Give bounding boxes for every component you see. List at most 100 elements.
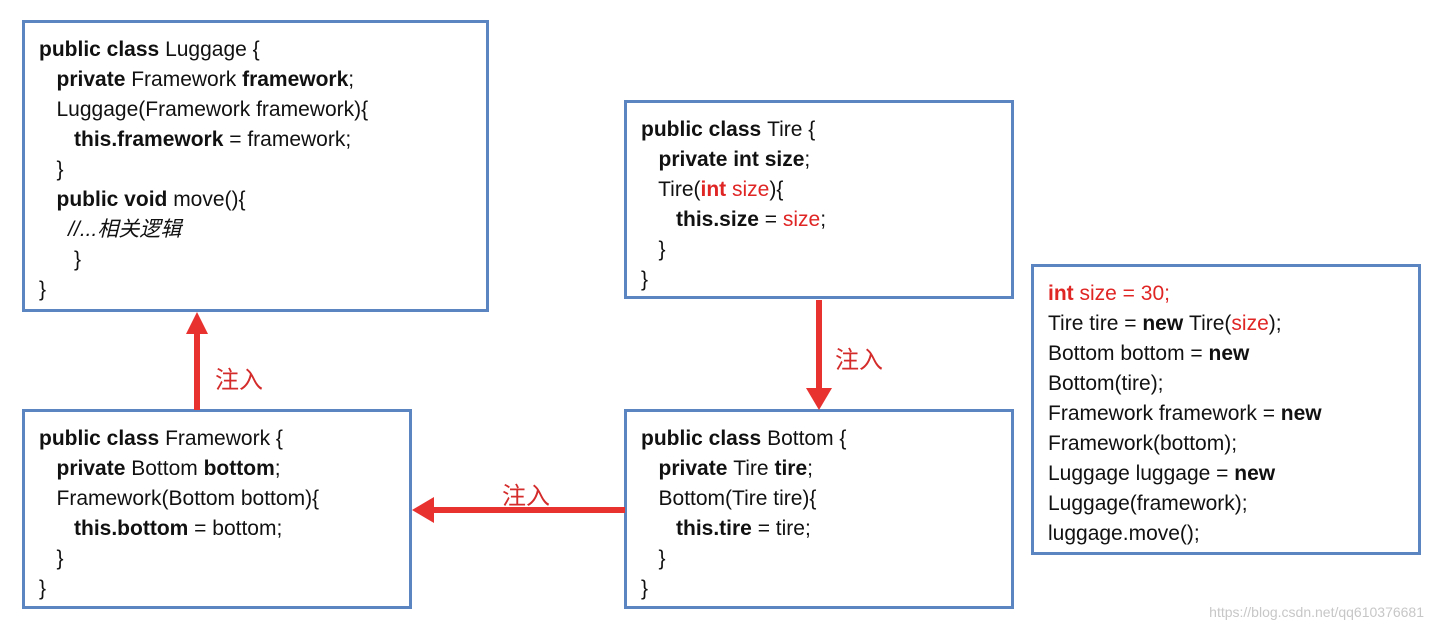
code-token: public class xyxy=(641,118,768,141)
tire-class-box: public class Tire { private int size; Ti… xyxy=(624,100,1014,299)
code-line: private Framework framework; xyxy=(39,65,472,95)
code-token: new xyxy=(1142,312,1190,335)
code-token: size xyxy=(782,208,821,231)
code-token: public class xyxy=(39,38,166,61)
code-line: this.size = size; xyxy=(641,205,997,235)
code-line: private Tire tire; xyxy=(641,454,997,484)
framework-code: public class Framework { private Bottom … xyxy=(39,424,395,604)
code-token: ; xyxy=(804,148,811,171)
code-token: } xyxy=(641,577,649,600)
code-line: private Bottom bottom; xyxy=(39,454,395,484)
code-line: } xyxy=(39,155,472,185)
code-token: move(){ xyxy=(173,188,246,211)
code-token: bottom xyxy=(203,457,275,480)
code-token: } xyxy=(39,278,47,301)
code-token: Framework { xyxy=(165,427,283,450)
code-token: Bottom(tire); xyxy=(1048,372,1164,395)
code-token: } xyxy=(39,158,64,181)
code-token: } xyxy=(641,238,666,261)
watermark: https://blog.csdn.net/qq610376681 xyxy=(1209,604,1424,620)
code-token: } xyxy=(39,547,64,570)
code-token: ; xyxy=(820,208,827,231)
code-line: //...相关逻辑 xyxy=(39,215,472,245)
code-token: tire xyxy=(774,457,808,480)
code-token: Tire( xyxy=(1189,312,1232,335)
code-token: Bottom xyxy=(131,457,204,480)
code-token: Framework xyxy=(131,68,243,91)
code-line: Framework(bottom); xyxy=(1048,429,1404,459)
code-token: Luggage(Framework framework){ xyxy=(39,98,369,121)
code-line: public class Framework { xyxy=(39,424,395,454)
code-token: ); xyxy=(1268,312,1282,335)
code-token: Luggage { xyxy=(165,38,260,61)
code-line: public void move(){ xyxy=(39,185,472,215)
code-token: public void xyxy=(56,188,174,211)
inject-label-down: 注入 xyxy=(835,346,883,374)
code-line: } xyxy=(39,544,395,574)
code-line: } xyxy=(641,235,997,265)
inject-label-up: 注入 xyxy=(215,366,263,394)
code-token: Luggage luggage = xyxy=(1048,462,1235,485)
code-line: Tire(int size){ xyxy=(641,175,997,205)
code-token: = framework; xyxy=(223,128,352,151)
code-token: Tire xyxy=(733,457,775,480)
code-token: size xyxy=(732,178,770,201)
tire-code: public class Tire { private int size; Ti… xyxy=(641,115,997,295)
inject-label-left: 注入 xyxy=(502,482,550,510)
code-line: public class Bottom { xyxy=(641,424,997,454)
code-token: Luggage(framework); xyxy=(1048,492,1248,515)
code-line: Bottom(Tire tire){ xyxy=(641,484,997,514)
bottom-code: public class Bottom { private Tire tire;… xyxy=(641,424,997,604)
code-token: new xyxy=(1280,402,1322,425)
code-line: Luggage(Framework framework){ xyxy=(39,95,472,125)
code-token: Tire { xyxy=(767,118,816,141)
code-token: Tire( xyxy=(641,178,701,201)
code-line: } xyxy=(39,275,472,305)
code-line: public class Tire { xyxy=(641,115,997,145)
code-token: this.framework xyxy=(74,128,224,151)
code-token: size = 30; xyxy=(1079,282,1170,305)
code-line: int size = 30; xyxy=(1048,279,1404,309)
code-line: this.framework = framework; xyxy=(39,125,472,155)
code-token: = bottom; xyxy=(188,517,283,540)
code-line: this.tire = tire; xyxy=(641,514,997,544)
luggage-code: public class Luggage { private Framework… xyxy=(39,35,472,305)
code-token: this.tire xyxy=(676,517,752,540)
code-token: this.bottom xyxy=(74,517,189,540)
code-line: } xyxy=(39,574,395,604)
code-token: = tire; xyxy=(751,517,811,540)
code-token: } xyxy=(39,577,47,600)
code-token: ){ xyxy=(769,178,784,201)
code-token: framework xyxy=(242,68,349,91)
code-token: public class xyxy=(39,427,166,450)
code-line: Bottom(tire); xyxy=(1048,369,1404,399)
code-line: Luggage luggage = new xyxy=(1048,459,1404,489)
code-token: Bottom(Tire tire){ xyxy=(641,487,817,510)
framework-class-box: public class Framework { private Bottom … xyxy=(22,409,412,609)
code-line: luggage.move(); xyxy=(1048,519,1404,549)
usage-code-box: int size = 30;Tire tire = new Tire(size)… xyxy=(1031,264,1421,555)
code-line: this.bottom = bottom; xyxy=(39,514,395,544)
code-token: } xyxy=(641,268,649,291)
code-token: ; xyxy=(348,68,355,91)
code-token: Tire tire = xyxy=(1048,312,1143,335)
code-token: private xyxy=(56,68,132,91)
code-token: new xyxy=(1234,462,1276,485)
luggage-class-box: public class Luggage { private Framework… xyxy=(22,20,489,312)
usage-code: int size = 30;Tire tire = new Tire(size)… xyxy=(1048,279,1404,549)
code-token: Bottom bottom = xyxy=(1048,342,1209,365)
code-line: Bottom bottom = new xyxy=(1048,339,1404,369)
code-token: private int size xyxy=(658,148,805,171)
code-token: Bottom { xyxy=(767,427,847,450)
code-token: } xyxy=(39,248,82,271)
code-token: int xyxy=(1048,282,1080,305)
code-line: Tire tire = new Tire(size); xyxy=(1048,309,1404,339)
code-line: private int size; xyxy=(641,145,997,175)
code-token: private xyxy=(56,457,132,480)
code-token: Framework(bottom); xyxy=(1048,432,1238,455)
code-token: Framework(Bottom bottom){ xyxy=(39,487,320,510)
code-line: Framework(Bottom bottom){ xyxy=(39,484,395,514)
code-line: Luggage(framework); xyxy=(1048,489,1404,519)
code-line: Framework framework = new xyxy=(1048,399,1404,429)
